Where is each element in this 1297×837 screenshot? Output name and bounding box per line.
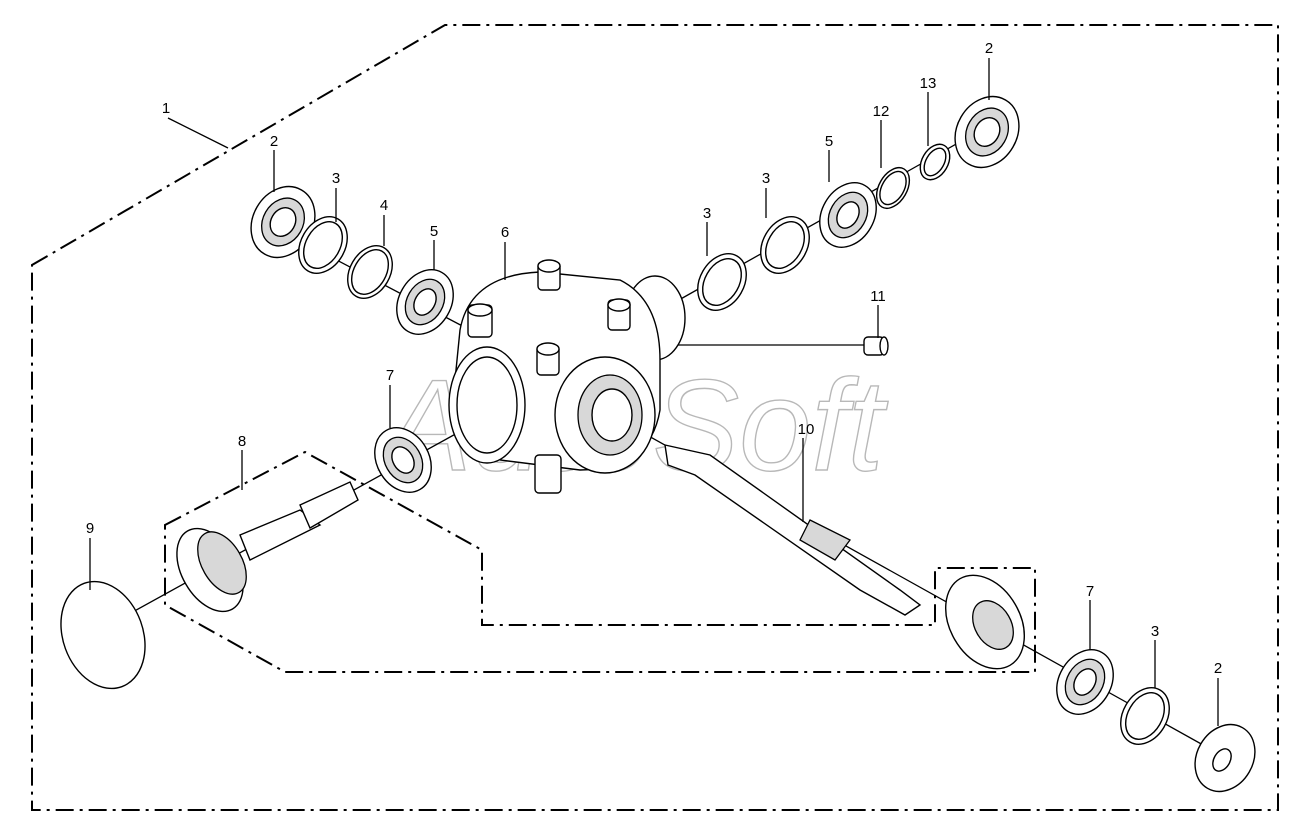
callout-7-right: 7 [1086, 583, 1094, 600]
oring-upper-left [347, 245, 393, 299]
callout-9: 9 [86, 520, 94, 537]
circlip-right-outer [760, 216, 810, 274]
callout-5-right: 5 [825, 133, 833, 150]
callout-8: 8 [238, 433, 246, 450]
gearbox-housing [448, 259, 686, 494]
output-shaft [664, 444, 922, 616]
pinion-shaft [176, 481, 359, 613]
circlip-lower-right [1120, 687, 1170, 745]
callout-5-left: 5 [430, 223, 438, 240]
bearing-lower-right [1056, 649, 1114, 715]
callout-6: 6 [501, 224, 509, 241]
leader-lines [89, 58, 1219, 726]
callout-3-lower-right: 3 [1151, 623, 1159, 640]
callout-3-upper-left: 3 [332, 170, 340, 187]
callout-11: 11 [870, 288, 886, 305]
bearing-upper-left [396, 269, 454, 335]
callout-2-upper-right: 2 [985, 40, 993, 57]
seal-upper-left [250, 185, 316, 259]
cover-cap [60, 580, 146, 690]
bearing-right [819, 182, 877, 248]
circlip-right-inner [697, 253, 747, 311]
callout-12: 12 [873, 103, 890, 120]
bevel-gear [945, 574, 1025, 670]
callout-7-left: 7 [386, 367, 394, 384]
callout-4: 4 [380, 197, 388, 214]
assembly-boundary [31, 24, 1279, 811]
seal-lower-right [1194, 723, 1256, 793]
callout-2-lower-right: 2 [1214, 660, 1222, 677]
callout-2-upper-left: 2 [270, 133, 278, 150]
seal-right [954, 95, 1020, 169]
circlip-upper-left [298, 216, 348, 274]
callout-1: 1 [162, 100, 170, 117]
plug [863, 336, 889, 356]
small-circlip [919, 143, 951, 181]
shim-ring [875, 167, 911, 209]
bearing-lower-left [374, 427, 432, 493]
callout-10: 10 [798, 421, 815, 438]
callout-3-center: 3 [703, 205, 711, 222]
callout-3-right: 3 [762, 170, 770, 187]
callout-13: 13 [920, 75, 937, 92]
